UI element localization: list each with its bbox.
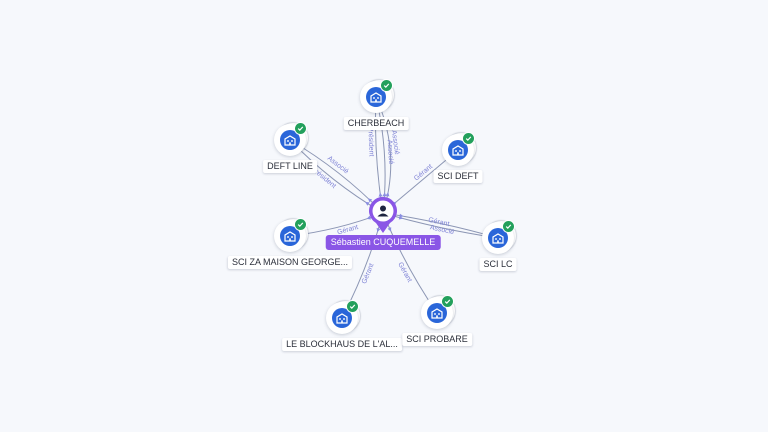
edge-arrow [367,198,373,203]
building-icon [448,140,468,160]
person-name-label: Sébastien CUQUEMELLE [325,235,441,250]
company-name-label: CHERBEACH [343,117,409,130]
building-icon [280,226,300,246]
company-bubble [274,122,307,156]
verified-check-icon [502,220,515,233]
company-name-label: SCI DEFT [433,170,483,183]
edge-arrow [399,213,404,218]
verified-check-icon [294,218,307,231]
edge-arrow [382,192,387,197]
edge-arrow [376,227,381,233]
edge-label: Président [366,127,374,157]
edge-label: Gérant [361,262,375,285]
company-name-label: DEFT LINE [263,160,317,173]
company-bubble [274,218,307,252]
company-name-label: SCI PROBARE [402,333,472,346]
building-icon [332,308,352,328]
company-bubble [326,300,359,334]
building-icon [366,87,386,107]
verified-check-icon [346,300,359,313]
edge-label: Gérant [428,217,450,228]
edge-arrow [366,215,372,220]
company-bubble [482,220,515,254]
company-bubble [421,295,454,329]
building-icon [280,130,300,150]
verified-check-icon [462,132,475,145]
edge-arrow [385,192,390,197]
edge-label: Associé [390,130,400,155]
edge-arrow [378,192,383,197]
person-icon [369,196,397,233]
building-icon [427,303,447,323]
edge-label: Gérant [396,261,413,283]
company-name-label: SCI ZA MAISON GEORGE... [227,256,353,269]
edge-arrow [387,227,392,232]
verified-check-icon [294,122,307,135]
company-name-label: LE BLOCKHAUS DE L'AL... [282,338,402,351]
company-bubble [360,79,393,113]
verified-check-icon [380,79,393,92]
edge-label: Associé [386,140,395,165]
building-icon [488,228,508,248]
company-bubble [442,132,475,166]
verified-check-icon [441,295,454,308]
company-name-label: SCI LC [479,258,517,271]
edge-arrow [365,201,370,206]
